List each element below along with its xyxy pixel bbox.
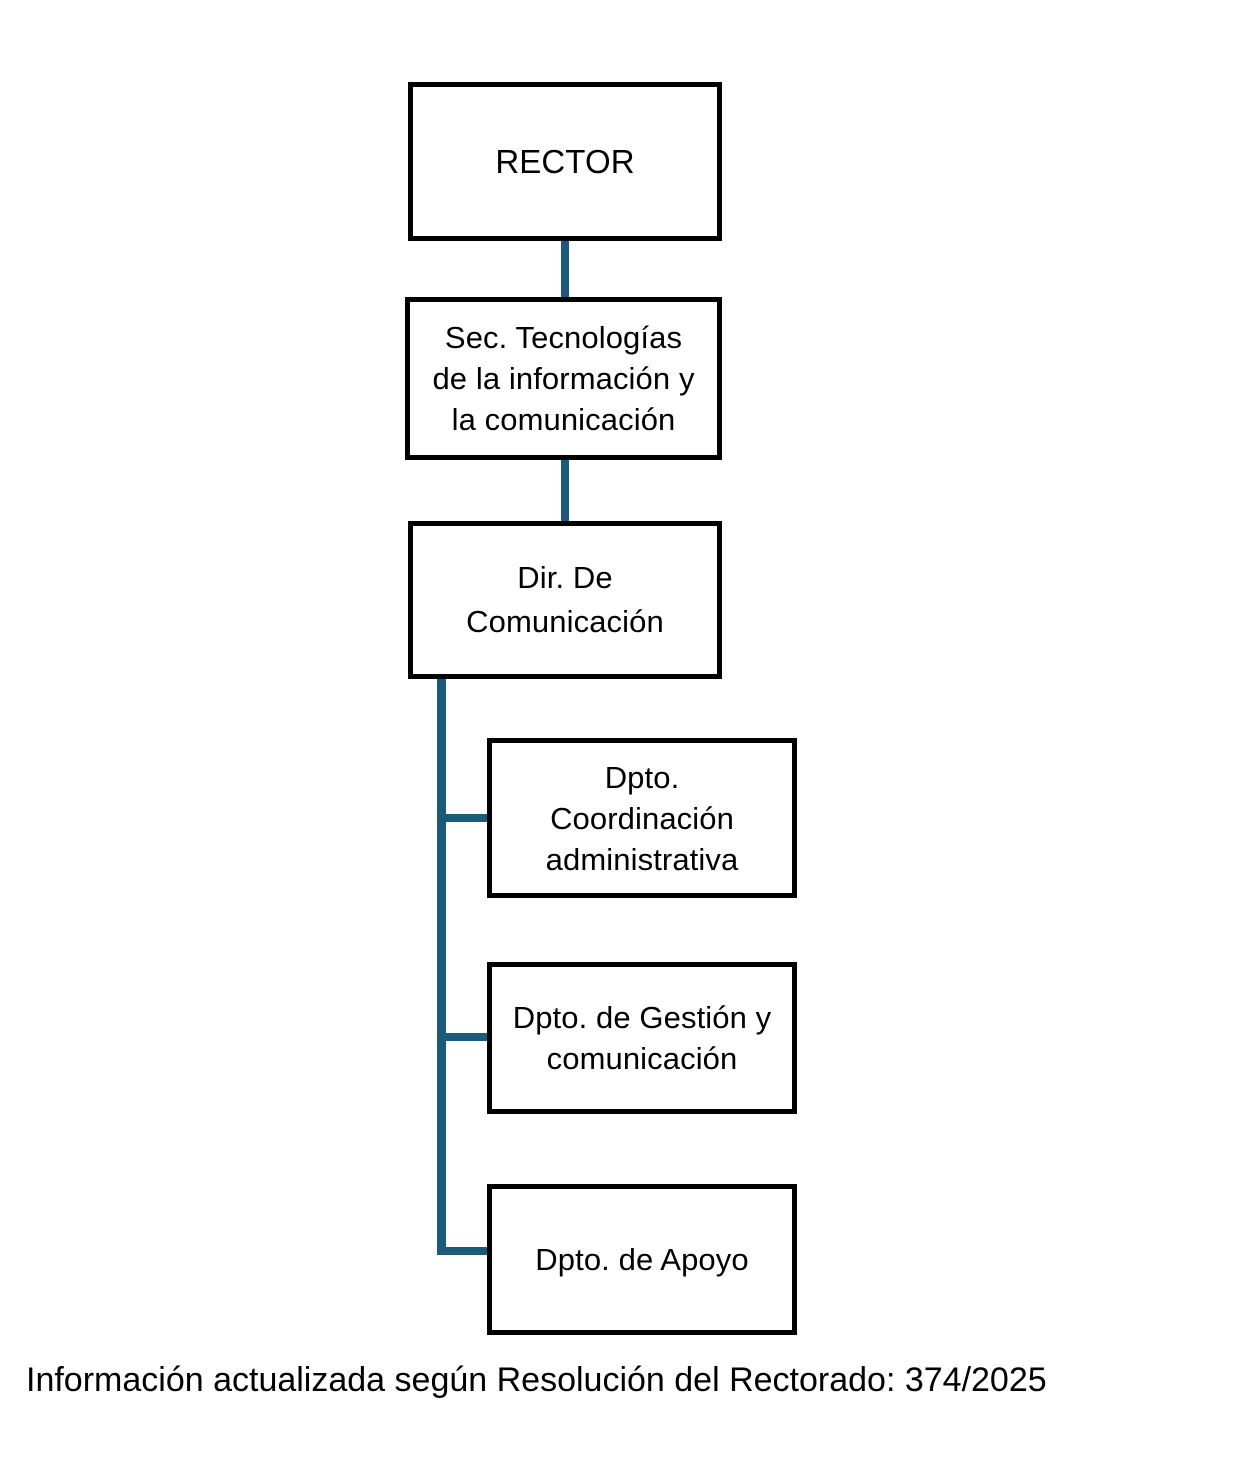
connector-branch-to-gestion [437,1033,492,1041]
org-node-secretaria-tecnologias[interactable]: Sec. Tecnologías de la información y la … [405,297,722,460]
org-node-direccion-comunicacion[interactable]: Dir. De Comunicación [408,521,722,679]
connector-secretaria-to-direccion [561,458,569,524]
connector-branch-to-coordinacion [437,814,492,822]
org-node-dpto-gestion-comunicacion-label: Dpto. de Gestión y comunicación [512,1000,772,1076]
org-node-secretaria-tecnologias-label: Sec. Tecnologías de la información y la … [432,320,695,437]
org-node-dpto-coordinacion-administrativa-label: Dpto. Coordinación administrativa [545,759,739,877]
connector-rector-to-secretaria [561,239,569,300]
footer-caption: Información actualizada según Resolución… [26,1361,1047,1399]
connector-branch-to-apoyo [437,1247,492,1255]
connector-trunk-vertical [437,676,446,1255]
org-node-direccion-comunicacion-label: Dir. De Comunicación [466,560,664,639]
org-node-dpto-coordinacion-administrativa[interactable]: Dpto. Coordinación administrativa [487,738,797,898]
org-node-dpto-gestion-comunicacion[interactable]: Dpto. de Gestión y comunicación [487,962,797,1114]
org-node-rector[interactable]: RECTOR [408,82,722,241]
org-node-rector-label: RECTOR [495,142,635,180]
org-node-dpto-apoyo-label: Dpto. de Apoyo [535,1241,749,1277]
org-node-dpto-apoyo[interactable]: Dpto. de Apoyo [487,1184,797,1335]
